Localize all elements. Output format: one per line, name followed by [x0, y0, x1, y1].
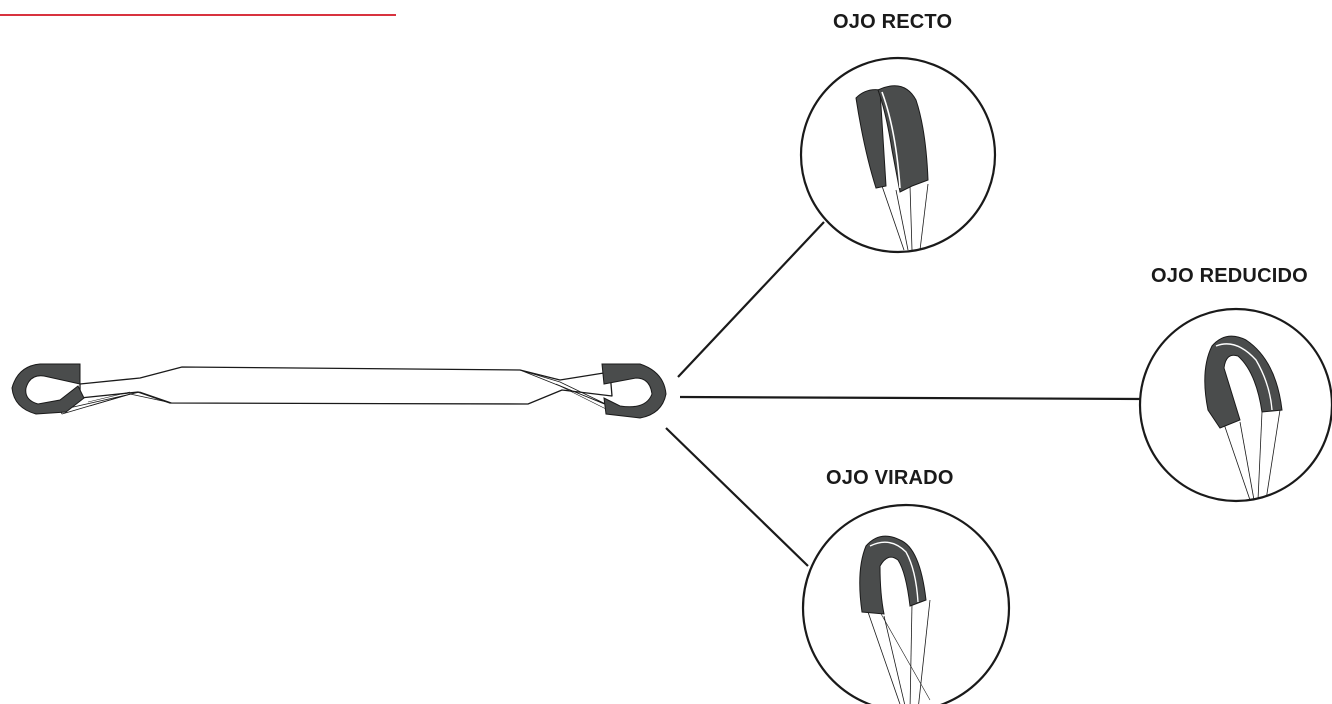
leader-lines	[665, 221, 1145, 567]
virado-eye-loop	[859, 535, 927, 615]
leader-line-recto	[677, 221, 825, 378]
reducido-eye-loop	[1204, 335, 1283, 429]
recto-eye-front	[877, 85, 929, 193]
detail-ojo-virado	[801, 503, 1011, 704]
sling-right-eye	[601, 363, 667, 419]
red-accent-rule	[0, 14, 396, 16]
label-ojo-recto: OJO RECTO	[833, 11, 953, 33]
detail-ojo-reducido	[1138, 307, 1332, 503]
sling-left-eye	[11, 363, 85, 415]
detail-ojo-recto	[799, 56, 997, 254]
sling	[59, 366, 615, 415]
label-ojo-reducido: OJO REDUCIDO	[1151, 265, 1308, 287]
leader-line-virado	[665, 427, 809, 567]
recto-eye-back	[855, 89, 887, 189]
leader-line-reducido	[679, 395, 1145, 401]
label-ojo-virado: OJO VIRADO	[826, 467, 954, 489]
